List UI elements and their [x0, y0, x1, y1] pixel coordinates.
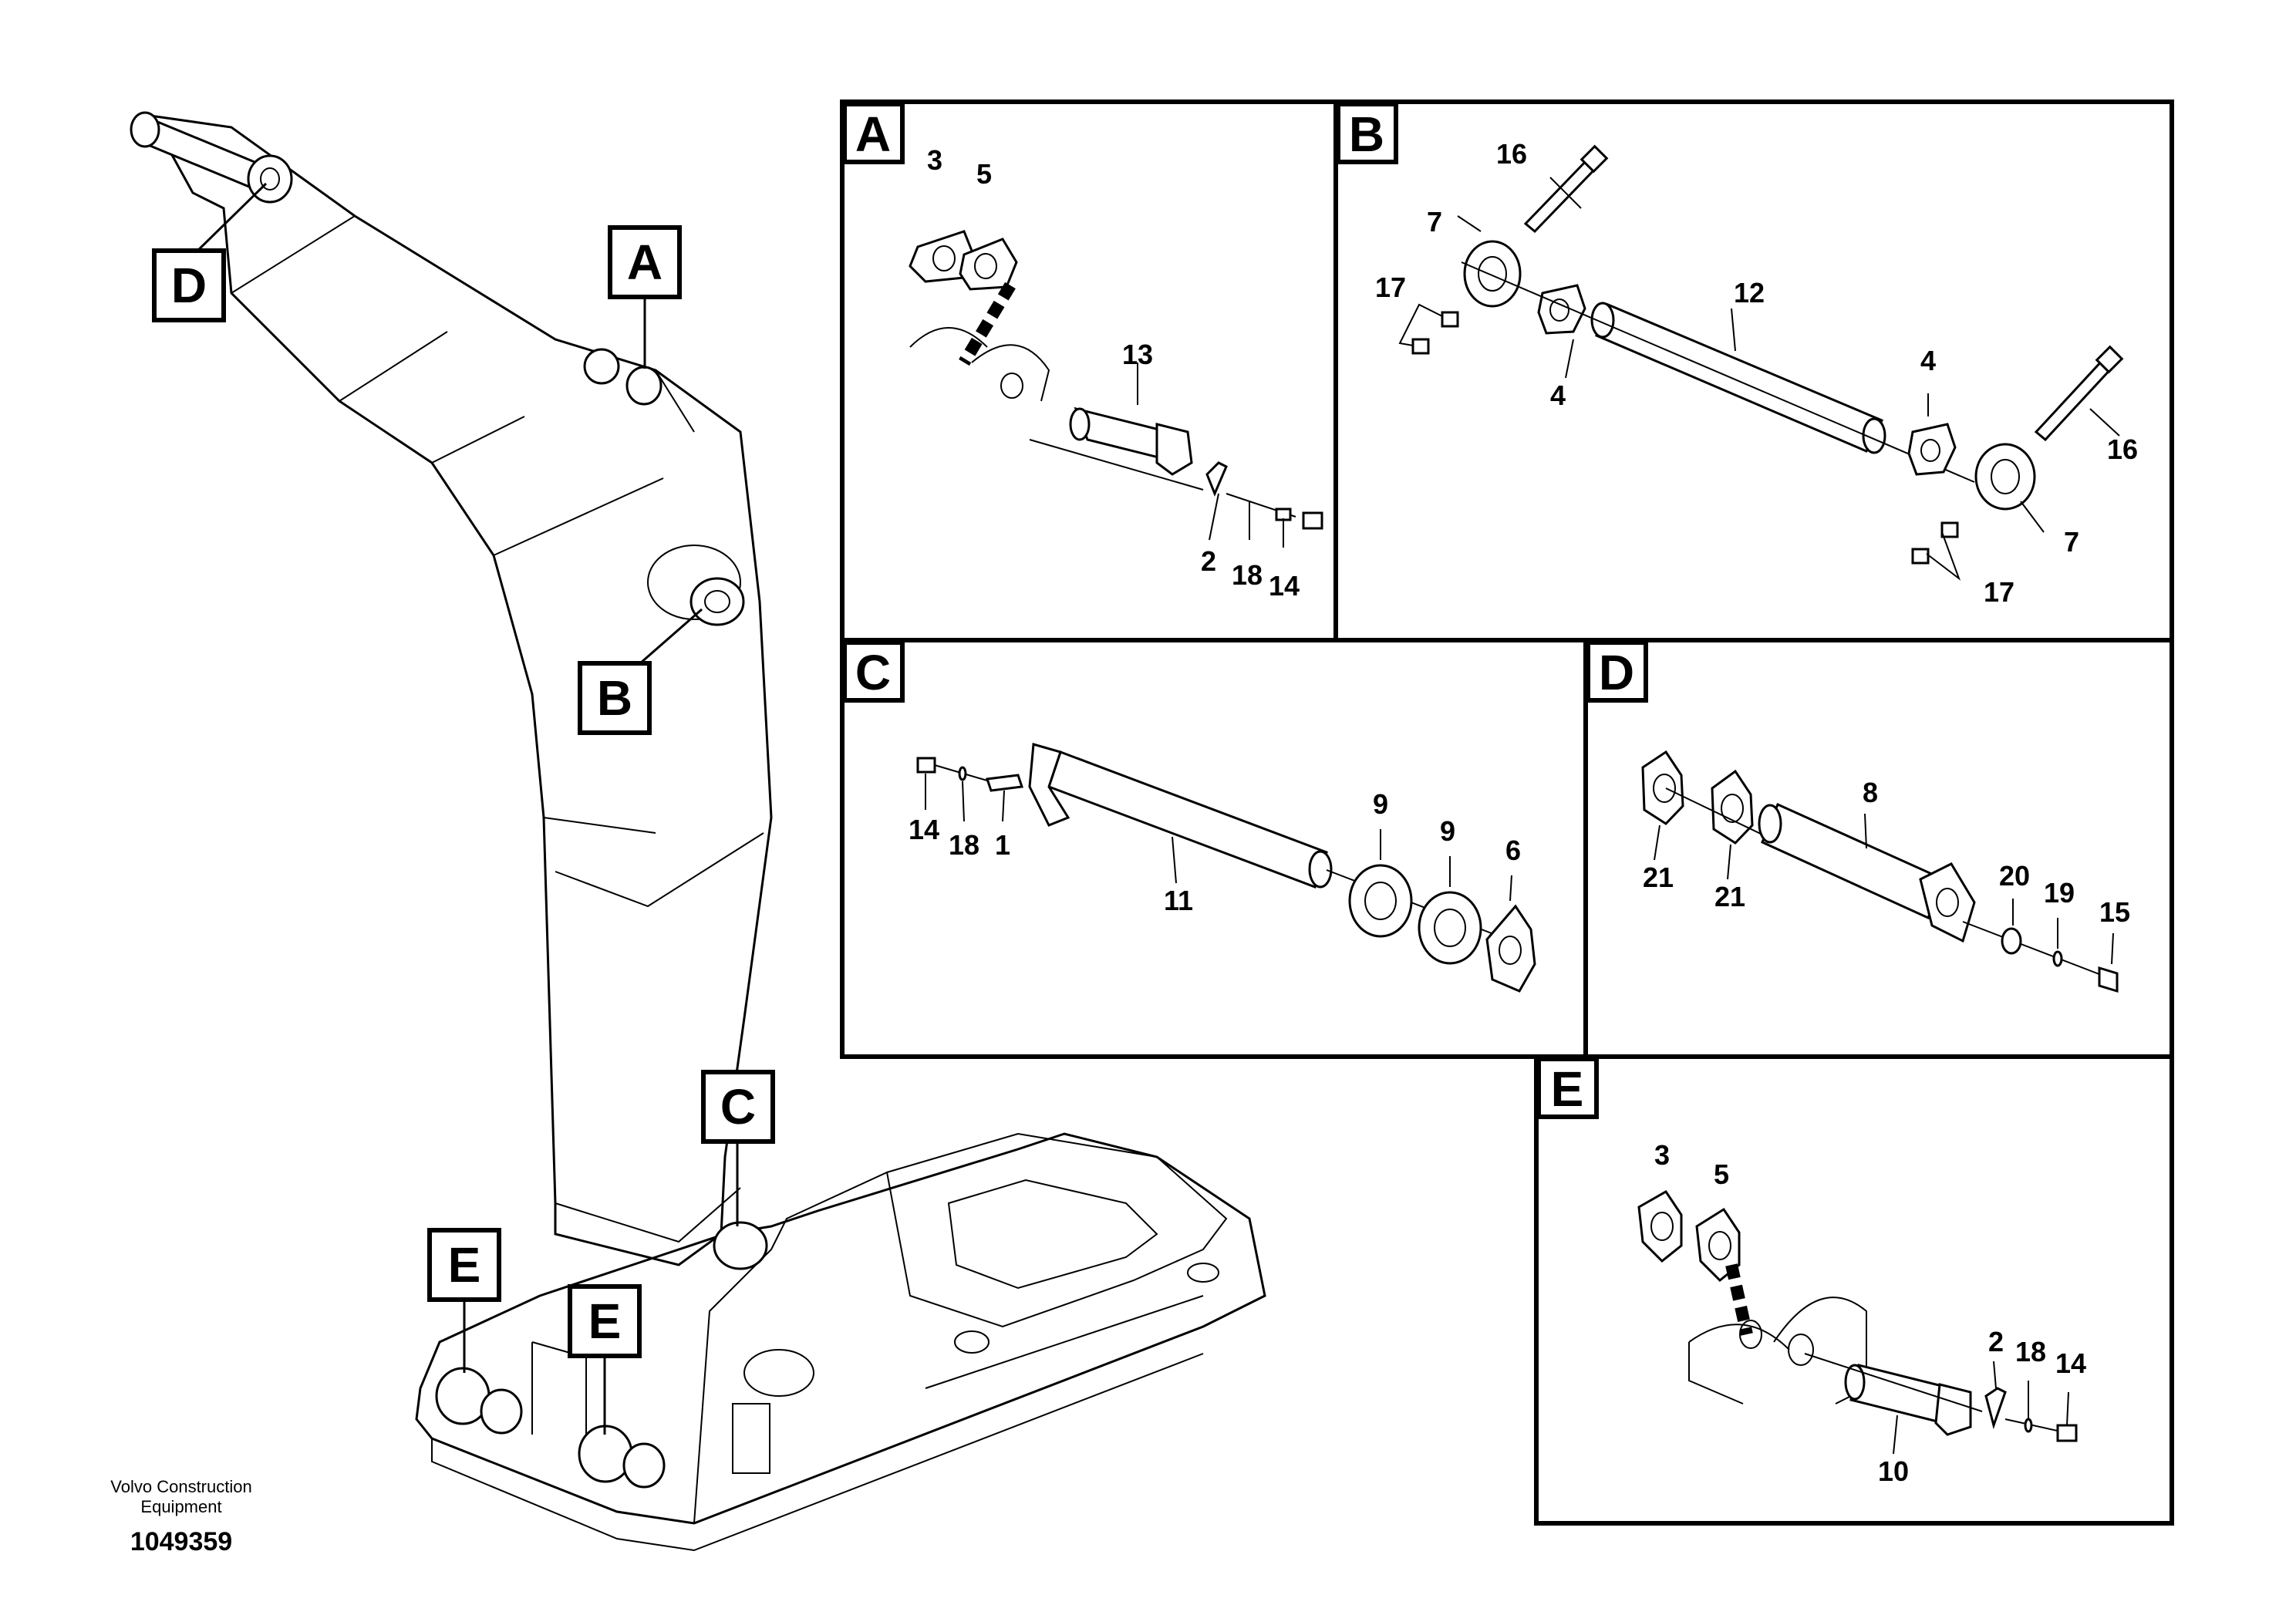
part-label: 21 [1714, 881, 1745, 912]
callout-C: C [701, 1070, 775, 1144]
part-label: 8 [1863, 777, 1878, 808]
callout-leaders [190, 182, 739, 1435]
part-label: 4 [1920, 345, 1936, 376]
part-label: 9 [1440, 815, 1455, 847]
panel-E: E 3 5 2 18 14 10 [1536, 1057, 2086, 1487]
callout-D: D [152, 248, 226, 322]
part-label: 3 [927, 144, 942, 176]
callout-A: A [608, 225, 682, 299]
brand-line-2: Equipment [140, 1497, 221, 1516]
callout-letter: D [171, 258, 207, 313]
brand-line-1: Volvo Construction [110, 1477, 251, 1496]
part-label: 11 [1164, 885, 1193, 916]
part-label: 14 [909, 814, 939, 845]
panel-letter: A [855, 106, 891, 162]
part-label: 2 [1988, 1326, 2004, 1357]
part-label: 18 [949, 829, 979, 861]
part-label: 14 [1269, 570, 1300, 602]
callout-E-right: E [568, 1284, 642, 1358]
part-label: 4 [1550, 379, 1566, 411]
part-label: 12 [1734, 277, 1765, 309]
part-label: 14 [2055, 1347, 2086, 1379]
panel-letter: E [1551, 1061, 1584, 1117]
part-label: 16 [2107, 433, 2138, 465]
footer: Volvo Construction Equipment 1049359 [110, 1477, 251, 1556]
part-label: 18 [1232, 559, 1263, 591]
part-label: 5 [976, 158, 992, 190]
part-label: 6 [1505, 835, 1521, 866]
callout-letter: B [597, 670, 632, 726]
part-label: 5 [1714, 1158, 1729, 1190]
panel-E-frame [1534, 1054, 2174, 1526]
part-label: 21 [1643, 862, 1674, 893]
part-label: 13 [1122, 339, 1153, 370]
part-label: 7 [1427, 206, 1442, 238]
part-label: 2 [1201, 545, 1216, 577]
part-label: 15 [2099, 896, 2130, 928]
part-label: 20 [1999, 860, 2030, 892]
panel-D: D 8 21 21 20 19 15 [1586, 640, 2130, 993]
part-label: 1 [995, 829, 1010, 861]
panel-B: B 16 7 [1336, 102, 2138, 608]
part-label: 10 [1878, 1455, 1909, 1487]
panel-letter: D [1599, 645, 1634, 700]
callout-B: B [578, 661, 652, 735]
part-label: 17 [1984, 576, 2014, 608]
panel-letter: B [1349, 106, 1384, 162]
callout-letter: E [588, 1293, 622, 1349]
figure-id: 1049359 [130, 1527, 232, 1556]
callout-letter: C [720, 1079, 756, 1135]
callout-E-left: E [427, 1228, 501, 1302]
boom-illustration [130, 111, 1266, 1552]
part-label: 7 [2064, 526, 2079, 558]
part-label: 9 [1373, 788, 1388, 820]
part-label: 3 [1654, 1139, 1670, 1171]
callout-letter: A [627, 234, 663, 290]
part-label: 18 [2015, 1336, 2046, 1367]
panel-letter: C [855, 645, 891, 700]
part-label: 16 [1496, 138, 1527, 170]
callout-letter: E [448, 1237, 481, 1293]
panel-C: C 14 18 1 11 9 9 6 [842, 640, 1536, 993]
detail-panels-frame [840, 99, 2174, 1059]
panel-A: A 3 5 13 2 18 14 [842, 102, 1323, 602]
part-label: 17 [1375, 271, 1406, 303]
part-label: 19 [2044, 877, 2075, 909]
